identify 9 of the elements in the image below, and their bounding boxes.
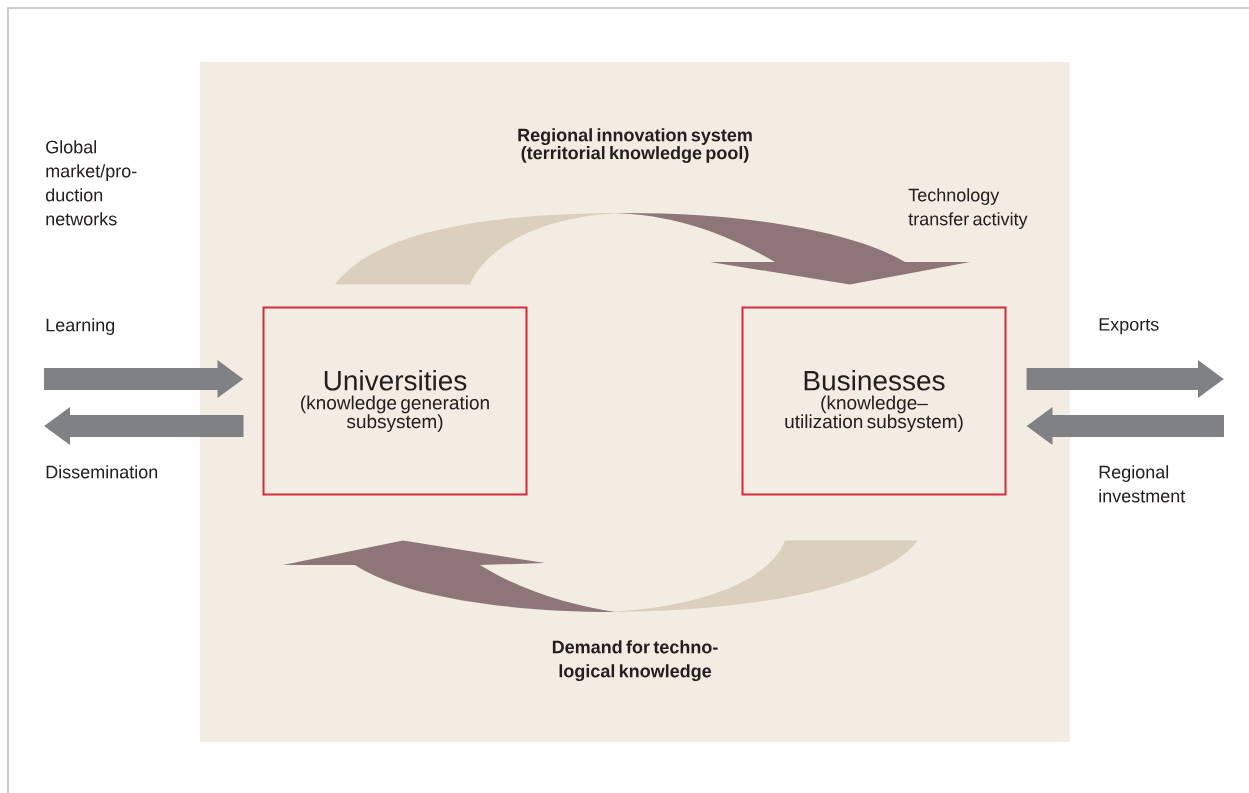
edge-label: Regional investment: [1099, 465, 1186, 503]
subsystem-box: Universities (knowledge generation subsystem): [262, 306, 528, 496]
activity-label: Technology transfer activity: [908, 188, 1028, 229]
region-label: Global market/pro-duction networks: [45, 140, 137, 226]
activity-label: Demand for techno-logical knowledge: [552, 640, 718, 682]
edge-label: Dissemination: [46, 465, 158, 479]
edge-label: Exports: [1099, 318, 1159, 335]
edge-label: Learning: [46, 318, 115, 335]
subsystem-box: Businesses (knowledge–utilization subsystem): [741, 306, 1007, 496]
